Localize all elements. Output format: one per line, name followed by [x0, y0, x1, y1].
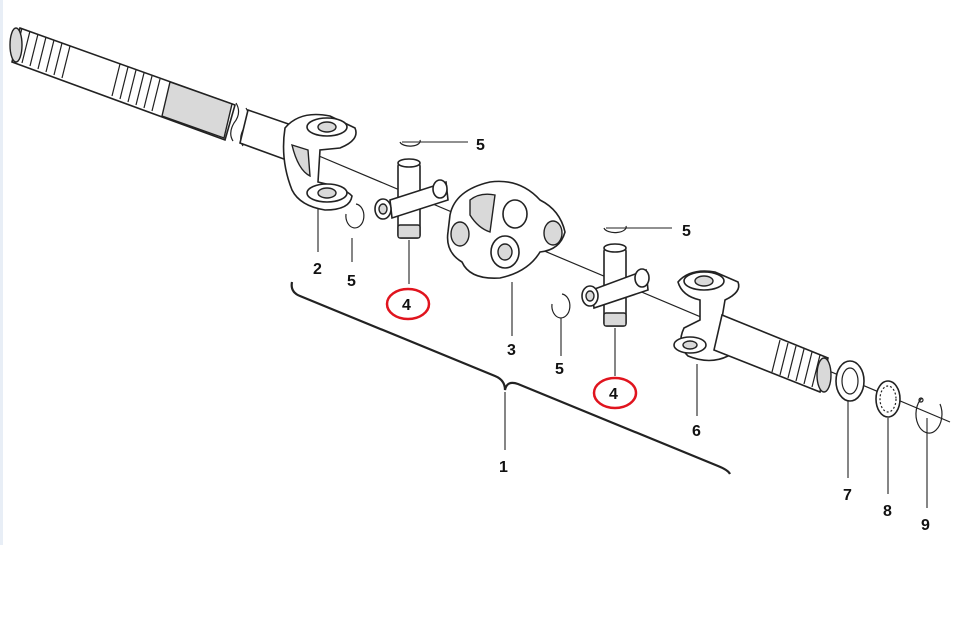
universal-joint-cross-4-right [581, 243, 650, 327]
callout-5-side-right: 5 [555, 361, 564, 378]
retaining-ring-9 [915, 397, 943, 434]
snap-ring-5-side-left [345, 203, 365, 229]
input-shaft [9, 26, 301, 164]
callout-7: 7 [843, 487, 852, 504]
snap-ring-5-top-left [399, 139, 468, 147]
yoke-6 [673, 270, 832, 394]
callout-5-top-left: 5 [476, 137, 485, 154]
snap-ring-5-side-right [551, 293, 571, 319]
callout-4-right: 4 [609, 386, 618, 403]
callout-5-top-right: 5 [682, 223, 691, 240]
washer-7 [835, 360, 865, 402]
left-margin-bar [0, 0, 3, 545]
callout-1: 1 [499, 459, 508, 476]
leader-lines [317, 208, 928, 508]
callout-4-left: 4 [402, 297, 411, 314]
callout-6: 6 [692, 423, 701, 440]
yoke-2 [282, 113, 357, 211]
callout-9: 9 [921, 517, 930, 534]
highlight-circle-4-right [592, 376, 638, 410]
center-coupler-3 [446, 180, 566, 279]
callout-5-side-left: 5 [347, 273, 356, 290]
highlight-circle-4-left [385, 287, 431, 321]
universal-joint-cross-4-left [374, 158, 449, 239]
callout-3: 3 [507, 342, 516, 359]
callout-8: 8 [883, 503, 892, 520]
lock-washer-8 [875, 380, 901, 418]
snap-ring-5-top-right [603, 225, 672, 234]
callout-2: 2 [313, 261, 322, 278]
group-1-bracket [290, 281, 731, 475]
